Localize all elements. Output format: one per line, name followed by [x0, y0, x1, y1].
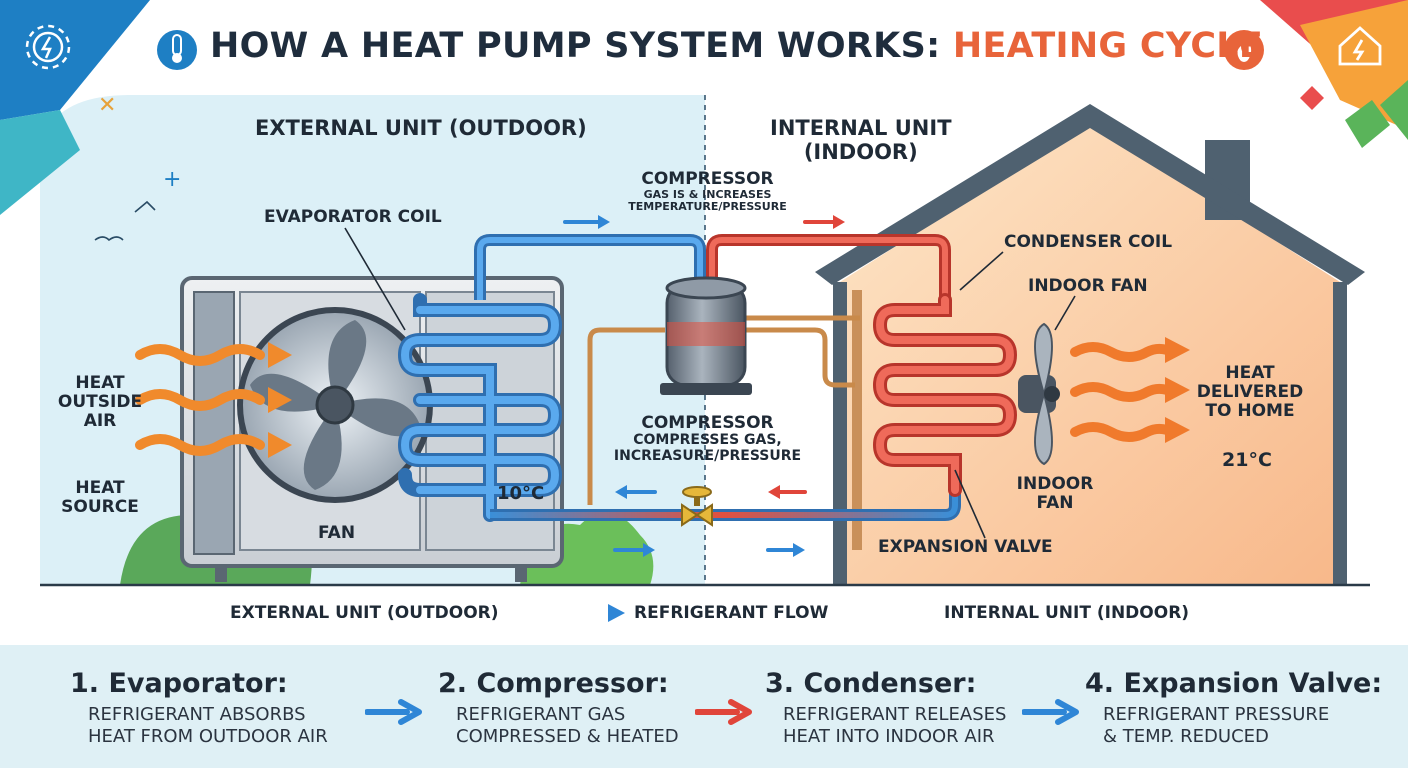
- indoor-fan-icon: [1018, 322, 1060, 466]
- aux-pipe-right: [745, 327, 855, 388]
- step-expansion-valve: 4. Expansion Valve: REFRIGERANT PRESSURE…: [1085, 668, 1382, 747]
- title-highlight: HEATING CYCLE: [952, 26, 1264, 66]
- svg-text:+: +: [163, 167, 181, 192]
- compressor-icon: [660, 276, 752, 395]
- heat-outside-air-label: HEAT OUTSIDE AIR: [57, 373, 143, 432]
- step-title: 4. Expansion Valve:: [1085, 668, 1383, 699]
- indoor-fan-top-label: INDOOR FAN: [1028, 276, 1148, 296]
- indoor-heat-arrows: [1070, 342, 1172, 442]
- evaporator-coil-label: EVAPORATOR COIL: [264, 207, 442, 227]
- thermometer-icon: [157, 30, 197, 70]
- corner-deco-left: [0, 0, 150, 120]
- steps-strip: [0, 645, 1408, 768]
- external-unit-label: EXTERNAL UNIT (OUTDOOR): [255, 116, 587, 140]
- step-title: 1. Evaporator:: [70, 668, 288, 699]
- refrigerant-flow-legend-icon: [578, 604, 625, 622]
- legend-refrigerant-flow: REFRIGERANT FLOW: [634, 603, 829, 623]
- step-arrow-icon: [365, 699, 422, 725]
- bird-icon: [94, 236, 124, 242]
- page-title: HOW A HEAT PUMP SYSTEM WORKS: HEATING CY…: [210, 26, 1263, 66]
- house-bolt-icon: [1338, 26, 1382, 66]
- step-arrow-icon: [1022, 699, 1079, 725]
- fan-icon: [237, 307, 433, 503]
- expansion-valve-label: EXPANSION VALVE: [878, 537, 1053, 557]
- title-main: HOW A HEAT PUMP SYSTEM WORKS:: [210, 26, 953, 66]
- aux-pipe-left: [587, 327, 665, 505]
- compressor-mid-label: COMPRESSOR COMPRESSES GAS, INCREASURE/PR…: [613, 413, 802, 464]
- heat-delivered-label: HEAT DELIVERED TO HOME: [1196, 363, 1304, 422]
- step-description: REFRIGERANT PRESSURE& TEMP. REDUCED: [1103, 704, 1330, 747]
- flow-arrows: [563, 215, 845, 557]
- heat-source-label: HEAT SOURCE: [61, 478, 139, 518]
- expansion-valve-icon: [681, 486, 713, 527]
- step-arrow-icon: [695, 699, 752, 725]
- gear-bolt-icon: [25, 24, 71, 70]
- house: [815, 104, 1365, 585]
- outdoor-heat-arrows: [135, 344, 265, 456]
- sparkle-icon: ✕: [98, 93, 116, 118]
- compressor-top-label: COMPRESSOR GAS IS & INCREASES TEMPERATUR…: [628, 169, 787, 214]
- indoor-fan-bottom-label: INDOOR FAN: [1016, 474, 1094, 514]
- internal-unit-label: INTERNAL UNIT (INDOOR): [770, 116, 952, 164]
- step-title: 3. Condenser:: [765, 668, 977, 699]
- condenser-coil-label: CONDENSER COIL: [1004, 232, 1173, 252]
- indoor-temperature: 21°C: [1222, 449, 1272, 471]
- flame-icon: [1224, 30, 1264, 70]
- step-title: 2. Compressor:: [438, 668, 669, 699]
- fan-label: FAN: [318, 523, 356, 543]
- legend-external-unit: EXTERNAL UNIT (OUTDOOR): [230, 603, 499, 623]
- leader-lines: [344, 227, 1076, 539]
- legend-internal-unit: INTERNAL UNIT (INDOOR): [944, 603, 1190, 623]
- outdoor-temperature: 10°C: [497, 483, 545, 504]
